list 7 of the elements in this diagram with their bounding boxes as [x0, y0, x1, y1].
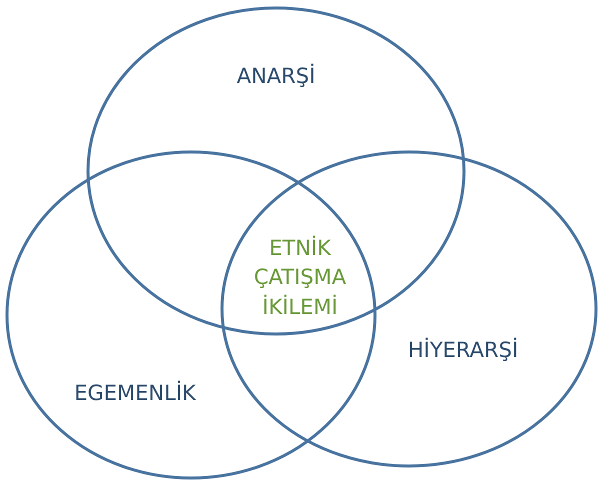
venn-ellipse [220, 150, 598, 468]
set-label: HİYERARŞİ [408, 338, 518, 362]
venn-ellipse [5, 150, 377, 480]
set-label: ANARŞİ [236, 64, 316, 88]
intersection-label: ETNİK ÇATIŞMA İKİLEMİ [252, 234, 348, 321]
set-label: EGEMENLİK [74, 381, 196, 405]
venn-ellipse [86, 6, 466, 336]
